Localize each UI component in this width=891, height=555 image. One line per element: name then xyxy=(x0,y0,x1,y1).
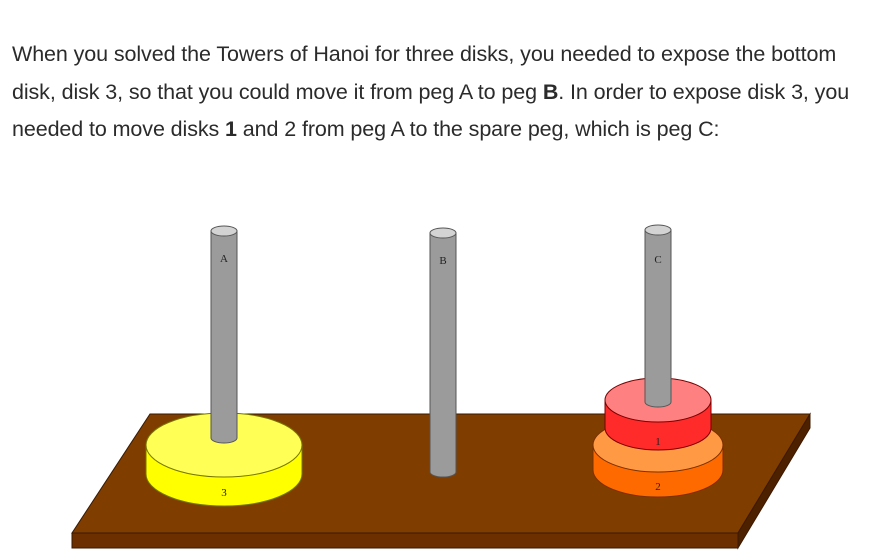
disk-3-label: 3 xyxy=(221,487,227,499)
board-side xyxy=(737,412,811,550)
peg-a: A xyxy=(210,225,238,444)
peg-a-body xyxy=(210,230,238,444)
disk-3: 3 xyxy=(145,412,303,507)
intro-bold-peg-b: B xyxy=(542,79,559,104)
peg-c-body xyxy=(644,229,672,408)
intro-paragraph: When you solved the Towers of Hanoi for … xyxy=(12,36,882,149)
peg-c: C xyxy=(644,224,672,408)
peg-c-label: C xyxy=(654,254,661,266)
intro-text-2: . In order to expose disk 3, you needed … xyxy=(12,79,850,142)
peg-b-cap xyxy=(429,227,457,239)
peg-a-cap xyxy=(210,225,238,237)
intro-text-1: When you solved the Towers of Hanoi for … xyxy=(12,42,837,104)
board-front xyxy=(71,532,739,549)
peg-b-label: B xyxy=(439,255,446,267)
disk-1: 1 xyxy=(604,377,712,451)
disk-2-label: 2 xyxy=(655,481,661,493)
disk-1-label: 1 xyxy=(655,436,661,448)
intro-text-3: and 2 from peg A to the spare peg, which… xyxy=(236,117,720,141)
peg-a-label: A xyxy=(220,253,228,265)
peg-b: B xyxy=(429,227,457,478)
peg-b-body xyxy=(429,232,457,478)
peg-c-cap xyxy=(644,224,672,236)
intro-bold-disk-1: 1 xyxy=(225,117,237,141)
